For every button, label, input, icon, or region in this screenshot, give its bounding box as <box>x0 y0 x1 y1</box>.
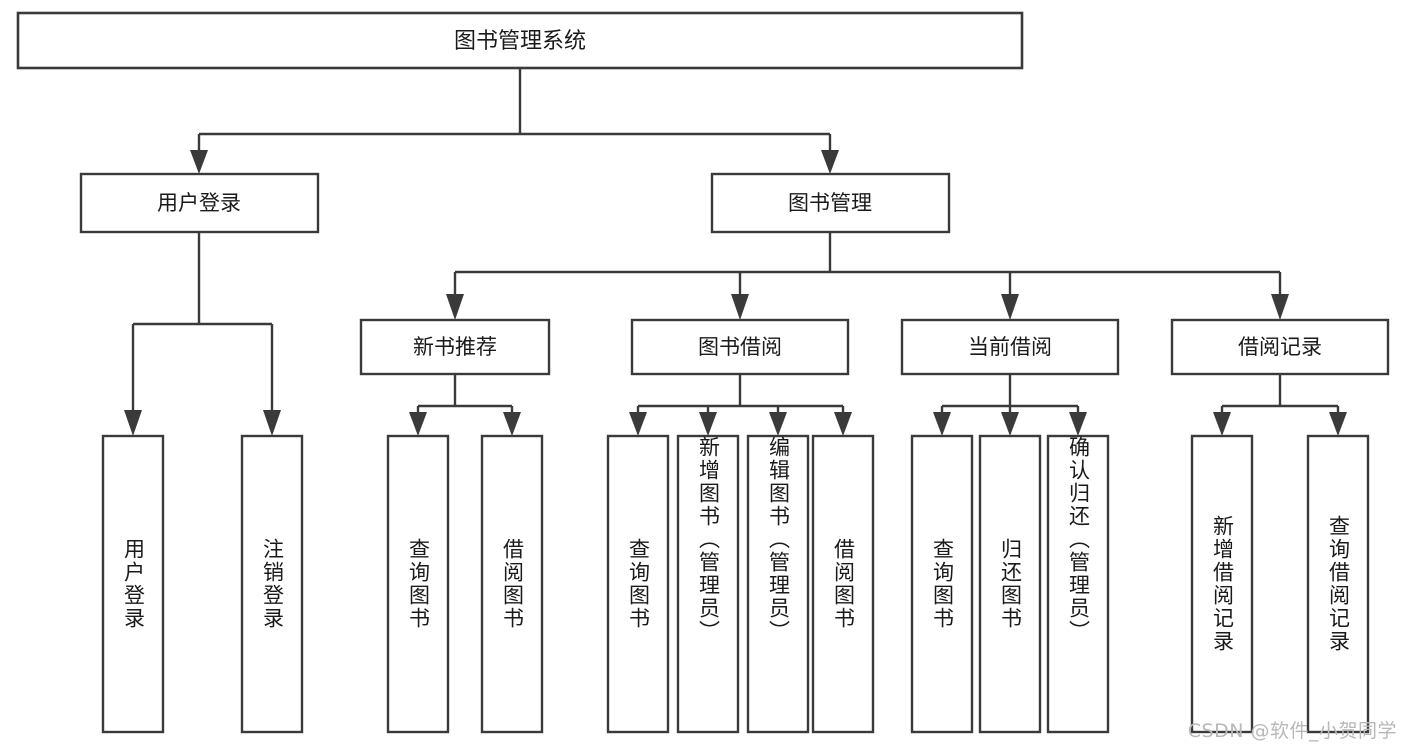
arrow-book-borrow-leaf-4 <box>834 412 852 436</box>
node-user-login-label: 用户登录 <box>157 191 241 215</box>
csdn-watermark: CSDN @软件_小贺同学 <box>1187 720 1397 742</box>
node-leaf-borrow-lend-box[interactable] <box>811 434 875 734</box>
node-leaf-user-logout-box[interactable] <box>240 434 304 734</box>
node-leaf-record-query-box[interactable] <box>1306 434 1370 734</box>
arrow-root-to-user-login <box>190 150 208 174</box>
node-new-book-box[interactable] <box>359 318 551 376</box>
node-layer: 图书管理系统 用户登录 图书管理 新书推荐 图书借阅 当前借阅 借阅记录 <box>16 11 1390 734</box>
node-leaf-borrow-add-box[interactable] <box>676 434 740 734</box>
arrow-current-borrow-leaf-2 <box>1001 412 1019 436</box>
arrow-book-borrow-leaf-2 <box>699 412 717 436</box>
node-leaf-current-query-box[interactable] <box>910 434 974 734</box>
node-root-box[interactable] <box>16 11 1024 70</box>
node-leaf-user-login-box[interactable] <box>101 434 165 734</box>
node-leaf-borrow-query-box[interactable] <box>606 434 670 734</box>
node-leaf-current-return-box[interactable] <box>978 434 1042 734</box>
node-leaf-newbook-query-box[interactable] <box>386 434 450 734</box>
arrow-root-to-book-mgmt <box>821 150 839 174</box>
node-current-borrow-box[interactable] <box>900 318 1120 376</box>
node-book-mgmt-label: 图书管理 <box>788 191 872 215</box>
arrow-current-borrow-leaf-1 <box>933 412 951 436</box>
node-book-borrow-label: 图书借阅 <box>698 335 782 359</box>
node-leaf-record-add-box[interactable] <box>1190 434 1254 734</box>
node-leaf-newbook-borrow-box[interactable] <box>480 434 544 734</box>
arrow-borrow-record-leaf-1 <box>1213 412 1231 436</box>
arrow-new-book-leaf-2 <box>503 412 521 436</box>
node-book-mgmt-box[interactable] <box>710 172 951 234</box>
node-leaf-current-confirm-box[interactable] <box>1046 434 1110 734</box>
arrow-book-borrow-leaf-1 <box>629 412 647 436</box>
arrow-to-new-book <box>446 294 464 320</box>
arrow-to-book-borrow <box>731 294 749 320</box>
node-leaf-borrow-edit-box[interactable] <box>746 434 810 734</box>
node-root-label: 图书管理系统 <box>454 29 586 54</box>
arrow-to-borrow-record <box>1271 294 1289 320</box>
node-user-login-box[interactable] <box>79 172 320 234</box>
arrow-borrow-record-leaf-2 <box>1329 412 1347 436</box>
arrow-new-book-leaf-1 <box>409 412 427 436</box>
connector-layer <box>124 68 1347 436</box>
arrow-user-login-leaf-1 <box>124 410 142 436</box>
node-new-book-label: 新书推荐 <box>413 335 497 359</box>
node-borrow-record-label: 借阅记录 <box>1238 335 1322 359</box>
node-book-borrow-box[interactable] <box>630 318 850 376</box>
arrow-current-borrow-leaf-3 <box>1069 412 1087 436</box>
node-current-borrow-label: 当前借阅 <box>968 335 1052 359</box>
node-borrow-record-box[interactable] <box>1170 318 1390 376</box>
arrow-to-current-borrow <box>1001 294 1019 320</box>
arrow-user-login-leaf-2 <box>263 410 281 436</box>
arrow-book-borrow-leaf-3 <box>769 412 787 436</box>
